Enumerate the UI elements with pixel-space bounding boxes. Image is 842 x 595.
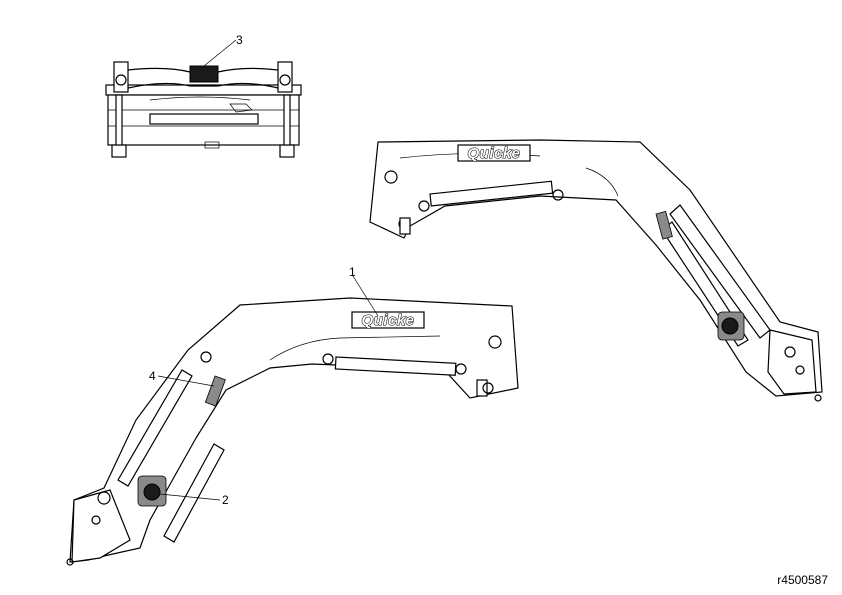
callout-2: 2 bbox=[222, 493, 229, 507]
logo-plate-left bbox=[351, 311, 425, 329]
frame-top-view bbox=[105, 39, 302, 158]
decal-4-left bbox=[204, 375, 226, 407]
logo-left-arm: Quicke bbox=[361, 312, 414, 329]
callout-3: 3 bbox=[236, 33, 243, 47]
decal-3 bbox=[189, 65, 219, 83]
logo-right-arm: Quicke bbox=[467, 145, 520, 162]
decal-4-right bbox=[655, 210, 673, 240]
loader-arm-left: Quicke bbox=[66, 297, 519, 566]
logo-plate-right bbox=[457, 144, 531, 162]
callout-4: 4 bbox=[149, 369, 156, 383]
loader-arm-right: Quicke bbox=[369, 139, 823, 402]
callout-leaders bbox=[157, 275, 379, 501]
drawing-reference-number: r4500587 bbox=[777, 573, 828, 587]
callout-1: 1 bbox=[349, 265, 356, 279]
